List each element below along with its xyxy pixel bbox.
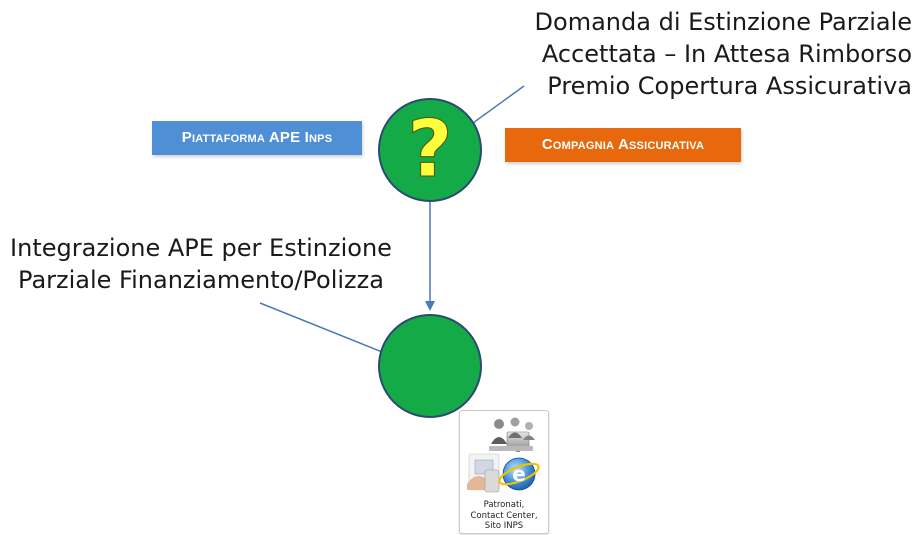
channel-caption-line-1: Patronati, xyxy=(483,500,525,510)
badge-piattaforma-ape-inps: Piattaforma APE Inps xyxy=(152,121,362,155)
status-label-top: Domanda di Estinzione Parziale Accettata… xyxy=(520,6,912,102)
integration-label: Integrazione APE per Estinzione Parziale… xyxy=(2,232,400,296)
integration-label-line-2: Parziale Finanziamento/Polizza xyxy=(18,266,384,294)
badge-compagnia-assicurativa: Compagnia Assicurativa xyxy=(505,128,741,162)
channel-caption-line-3: Sito INPS xyxy=(484,521,524,531)
question-mark-icon: ? xyxy=(407,105,453,196)
question-node: ? xyxy=(378,98,482,202)
status-label-line-3: Premio Copertura Assicurativa xyxy=(547,72,912,100)
badge-piattaforma-label: Piattaforma APE Inps xyxy=(181,129,333,146)
channel-caption: Patronati, Contact Center, Sito INPS xyxy=(460,500,548,532)
badge-compagnia-label: Compagnia Assicurativa xyxy=(541,136,705,153)
status-label-line-1: Domanda di Estinzione Parziale xyxy=(534,8,912,36)
people-computer-ie-icon: e xyxy=(467,417,540,493)
channel-tile: e Patronati, Contact Center, Sito INPS xyxy=(459,410,549,534)
target-node xyxy=(378,314,482,418)
integration-label-line-1: Integrazione APE per Estinzione xyxy=(10,234,392,262)
channel-caption-line-2: Contact Center, xyxy=(470,510,538,521)
status-label-line-2: Accettata – In Attesa Rimborso xyxy=(541,40,912,68)
svg-text:e: e xyxy=(512,462,526,486)
